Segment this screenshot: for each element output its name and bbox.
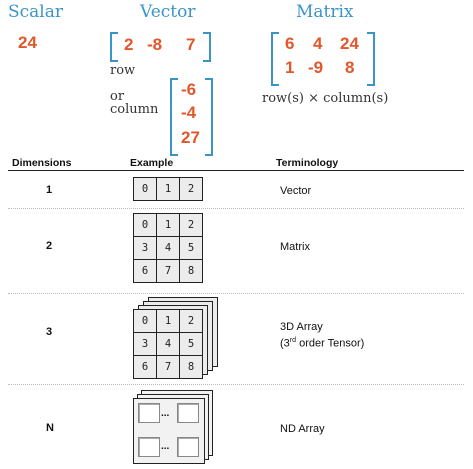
grid-cell: 8	[180, 260, 202, 282]
header-example: Example	[130, 157, 174, 169]
row-divider	[8, 384, 464, 385]
column-label: column	[110, 102, 159, 117]
row-dim-1: 1	[46, 184, 53, 196]
grid-cell: 5	[180, 237, 202, 259]
vector-row-1: -8	[147, 35, 163, 54]
row-term-3-line2: (3rd order Tensor)	[280, 334, 364, 351]
header-dimensions: Dimensions	[12, 157, 72, 169]
scalar-value: 24	[18, 33, 37, 52]
row-divider	[8, 208, 464, 209]
grid-cell: 3	[134, 333, 156, 355]
vector-col-1: -4	[181, 103, 197, 122]
grid-cell: 8	[180, 356, 202, 378]
matrix-cell: 8	[345, 58, 355, 77]
term-post: order Tensor)	[296, 337, 365, 350]
header-divider	[8, 170, 464, 171]
nd-layer-front: ... ...	[133, 398, 205, 464]
grid-cell: 0	[134, 310, 156, 332]
grid-cell: 5	[180, 333, 202, 355]
term-pre: (3	[280, 337, 290, 350]
vector-grid: 0 1 2	[133, 177, 203, 201]
left-bracket	[110, 32, 118, 62]
grid-cell: 2	[180, 178, 202, 200]
left-bracket	[271, 32, 279, 86]
mini-tensor-icon	[138, 403, 160, 423]
matrix-cell: 1	[285, 58, 295, 77]
matrix-title: Matrix	[296, 2, 354, 22]
matrix-cell: 6	[285, 34, 295, 53]
mini-tensor-icon	[138, 437, 160, 457]
matrix-caption: row(s) × column(s)	[262, 91, 389, 106]
left-bracket	[170, 78, 178, 156]
row-dim-3: 3	[46, 326, 53, 338]
mini-tensor-icon	[177, 403, 199, 423]
vector-col-0: -6	[181, 80, 197, 99]
grid-cell: 7	[157, 356, 179, 378]
row-label: row	[110, 63, 136, 78]
grid-cell: 7	[157, 260, 179, 282]
right-bracket	[205, 78, 213, 156]
matrix-cell: -9	[308, 58, 324, 77]
grid-cell: 1	[157, 310, 179, 332]
or-label: or	[110, 89, 125, 104]
grid-cell: 0	[134, 178, 156, 200]
row-term-3-line1: 3D Array	[280, 321, 323, 333]
row-term-n: ND Array	[280, 423, 325, 435]
matrix-cell: 4	[313, 34, 323, 53]
vector-title: Vector	[140, 2, 196, 22]
matrix-grid: 0 1 2 3 4 5 6 7 8	[133, 213, 203, 283]
vector-col-2: 27	[181, 128, 200, 147]
header-terminology: Terminology	[276, 157, 339, 169]
row-term-3: 3D Array (3rd order Tensor)	[280, 320, 364, 351]
vector-row-2: 7	[186, 35, 196, 54]
matrix-cell: 24	[340, 34, 359, 53]
grid-cell: 4	[157, 333, 179, 355]
grid-cell: 3	[134, 237, 156, 259]
tensor-front-grid: 0 1 2 3 4 5 6 7 8	[133, 309, 203, 379]
grid-cell: 0	[134, 214, 156, 236]
row-divider	[8, 293, 464, 294]
grid-cell: 1	[157, 214, 179, 236]
scalar-title: Scalar	[8, 2, 64, 22]
grid-cell: 4	[157, 237, 179, 259]
grid-cell: 2	[180, 310, 202, 332]
row-term-1: Vector	[280, 185, 312, 197]
grid-cell: 6	[134, 260, 156, 282]
right-bracket	[203, 32, 211, 62]
grid-cell: 2	[180, 214, 202, 236]
row-term-2: Matrix	[280, 241, 310, 253]
grid-cell: 1	[157, 178, 179, 200]
ellipsis: ...	[161, 408, 170, 419]
mini-tensor-icon	[177, 437, 199, 457]
ellipsis: ...	[161, 441, 170, 452]
row-dim-2: 2	[46, 240, 53, 252]
row-dim-n: N	[46, 422, 54, 434]
right-bracket	[367, 32, 375, 86]
term-sup: rd	[289, 337, 297, 344]
grid-cell: 6	[134, 356, 156, 378]
vector-row-0: 2	[124, 35, 134, 54]
